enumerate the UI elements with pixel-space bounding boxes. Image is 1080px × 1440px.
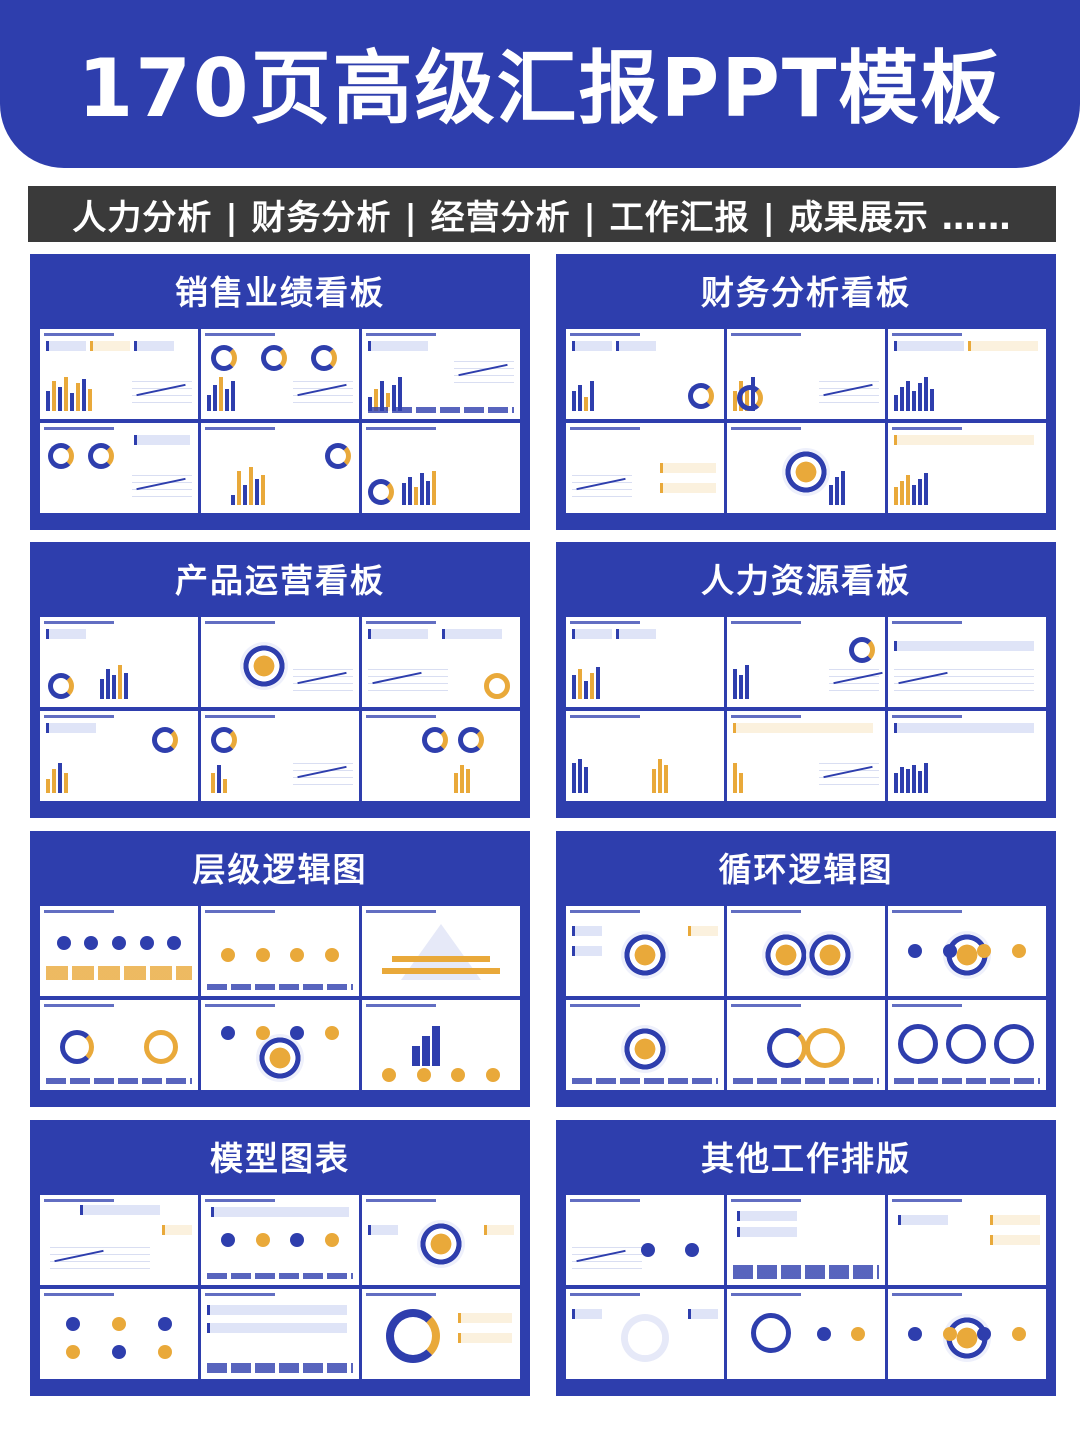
- dashboard-thumbnail[interactable]: [40, 617, 198, 707]
- model-thumbnail[interactable]: [362, 1289, 520, 1379]
- panel-hr-dashboard[interactable]: 人力资源看板: [556, 542, 1056, 818]
- dashboard-thumbnail[interactable]: [888, 617, 1046, 707]
- dashboard-thumbnail[interactable]: [888, 329, 1046, 419]
- diagram-thumbnail[interactable]: [888, 906, 1046, 996]
- dashboard-thumbnail[interactable]: [201, 329, 359, 419]
- dashboard-thumbnail[interactable]: [727, 423, 885, 513]
- panel-title: 循环逻辑图: [718, 850, 894, 889]
- layout-thumbnail[interactable]: [727, 1195, 885, 1285]
- dashboard-thumbnail[interactable]: [40, 423, 198, 513]
- model-thumbnail[interactable]: [362, 1195, 520, 1285]
- diagram-thumbnail[interactable]: [362, 1000, 520, 1090]
- diagram-thumbnail[interactable]: [566, 906, 724, 996]
- thumbnail-grid: [566, 617, 1046, 803]
- header-banner: 170页高级汇报PPT模板: [0, 0, 1080, 168]
- panel-title: 财务分析看板: [701, 273, 911, 312]
- thumbnail-grid: [40, 617, 520, 803]
- dashboard-thumbnail[interactable]: [362, 617, 520, 707]
- panel-title: 销售业绩看板: [175, 273, 385, 312]
- dashboard-thumbnail[interactable]: [362, 329, 520, 419]
- category-bar: 人力分析 | 财务分析 | 经营分析 | 工作汇报 | 成果展示 ……: [28, 186, 1056, 242]
- dashboard-thumbnail[interactable]: [888, 711, 1046, 801]
- panel-title: 其他工作排版: [701, 1139, 911, 1178]
- thumbnail-grid: [566, 906, 1046, 1092]
- dashboard-thumbnail[interactable]: [362, 711, 520, 801]
- panel-title: 产品运营看板: [175, 561, 385, 600]
- dashboard-thumbnail[interactable]: [727, 711, 885, 801]
- layout-thumbnail[interactable]: [566, 1289, 724, 1379]
- model-thumbnail[interactable]: [40, 1195, 198, 1285]
- diagram-thumbnail[interactable]: [362, 906, 520, 996]
- dashboard-thumbnail[interactable]: [566, 423, 724, 513]
- diagram-thumbnail[interactable]: [40, 906, 198, 996]
- dashboard-thumbnail[interactable]: [40, 329, 198, 419]
- model-thumbnail[interactable]: [201, 1195, 359, 1285]
- category-list: 人力分析 | 财务分析 | 经营分析 | 工作汇报 | 成果展示 ……: [72, 197, 1012, 238]
- diagram-thumbnail[interactable]: [727, 906, 885, 996]
- diagram-thumbnail[interactable]: [201, 906, 359, 996]
- dashboard-thumbnail[interactable]: [40, 711, 198, 801]
- thumbnail-grid: [40, 329, 520, 515]
- panel-model-charts[interactable]: 模型图表: [30, 1120, 530, 1396]
- diagram-thumbnail[interactable]: [40, 1000, 198, 1090]
- diagram-thumbnail[interactable]: [201, 1000, 359, 1090]
- diagram-thumbnail[interactable]: [727, 1000, 885, 1090]
- panel-sales-dashboard[interactable]: 销售业绩看板: [30, 254, 530, 530]
- layout-thumbnail[interactable]: [566, 1195, 724, 1285]
- dashboard-thumbnail[interactable]: [566, 617, 724, 707]
- layout-thumbnail[interactable]: [727, 1289, 885, 1379]
- dashboard-thumbnail[interactable]: [201, 711, 359, 801]
- thumbnail-grid: [566, 329, 1046, 515]
- dashboard-thumbnail[interactable]: [362, 423, 520, 513]
- model-thumbnail[interactable]: [201, 1289, 359, 1379]
- panel-cycle-diagrams[interactable]: 循环逻辑图: [556, 831, 1056, 1107]
- panel-hierarchy-diagrams[interactable]: 层级逻辑图: [30, 831, 530, 1107]
- panel-title: 模型图表: [210, 1139, 350, 1178]
- dashboard-thumbnail[interactable]: [566, 711, 724, 801]
- dashboard-thumbnail[interactable]: [201, 617, 359, 707]
- panel-title: 层级逻辑图: [192, 850, 368, 889]
- dashboard-thumbnail[interactable]: [727, 329, 885, 419]
- layout-thumbnail[interactable]: [888, 1195, 1046, 1285]
- panel-other-layouts[interactable]: 其他工作排版: [556, 1120, 1056, 1396]
- thumbnail-grid: [566, 1195, 1046, 1381]
- diagram-thumbnail[interactable]: [566, 1000, 724, 1090]
- dashboard-thumbnail[interactable]: [888, 423, 1046, 513]
- diagram-thumbnail[interactable]: [888, 1000, 1046, 1090]
- panel-finance-dashboard[interactable]: 财务分析看板: [556, 254, 1056, 530]
- panel-product-operation[interactable]: 产品运营看板: [30, 542, 530, 818]
- layout-thumbnail[interactable]: [888, 1289, 1046, 1379]
- thumbnail-grid: [40, 1195, 520, 1381]
- model-thumbnail[interactable]: [40, 1289, 198, 1379]
- dashboard-thumbnail[interactable]: [201, 423, 359, 513]
- page-title: 170页高级汇报PPT模板: [77, 42, 1003, 135]
- dashboard-thumbnail[interactable]: [566, 329, 724, 419]
- dashboard-thumbnail[interactable]: [727, 617, 885, 707]
- panel-title: 人力资源看板: [701, 561, 911, 600]
- thumbnail-grid: [40, 906, 520, 1092]
